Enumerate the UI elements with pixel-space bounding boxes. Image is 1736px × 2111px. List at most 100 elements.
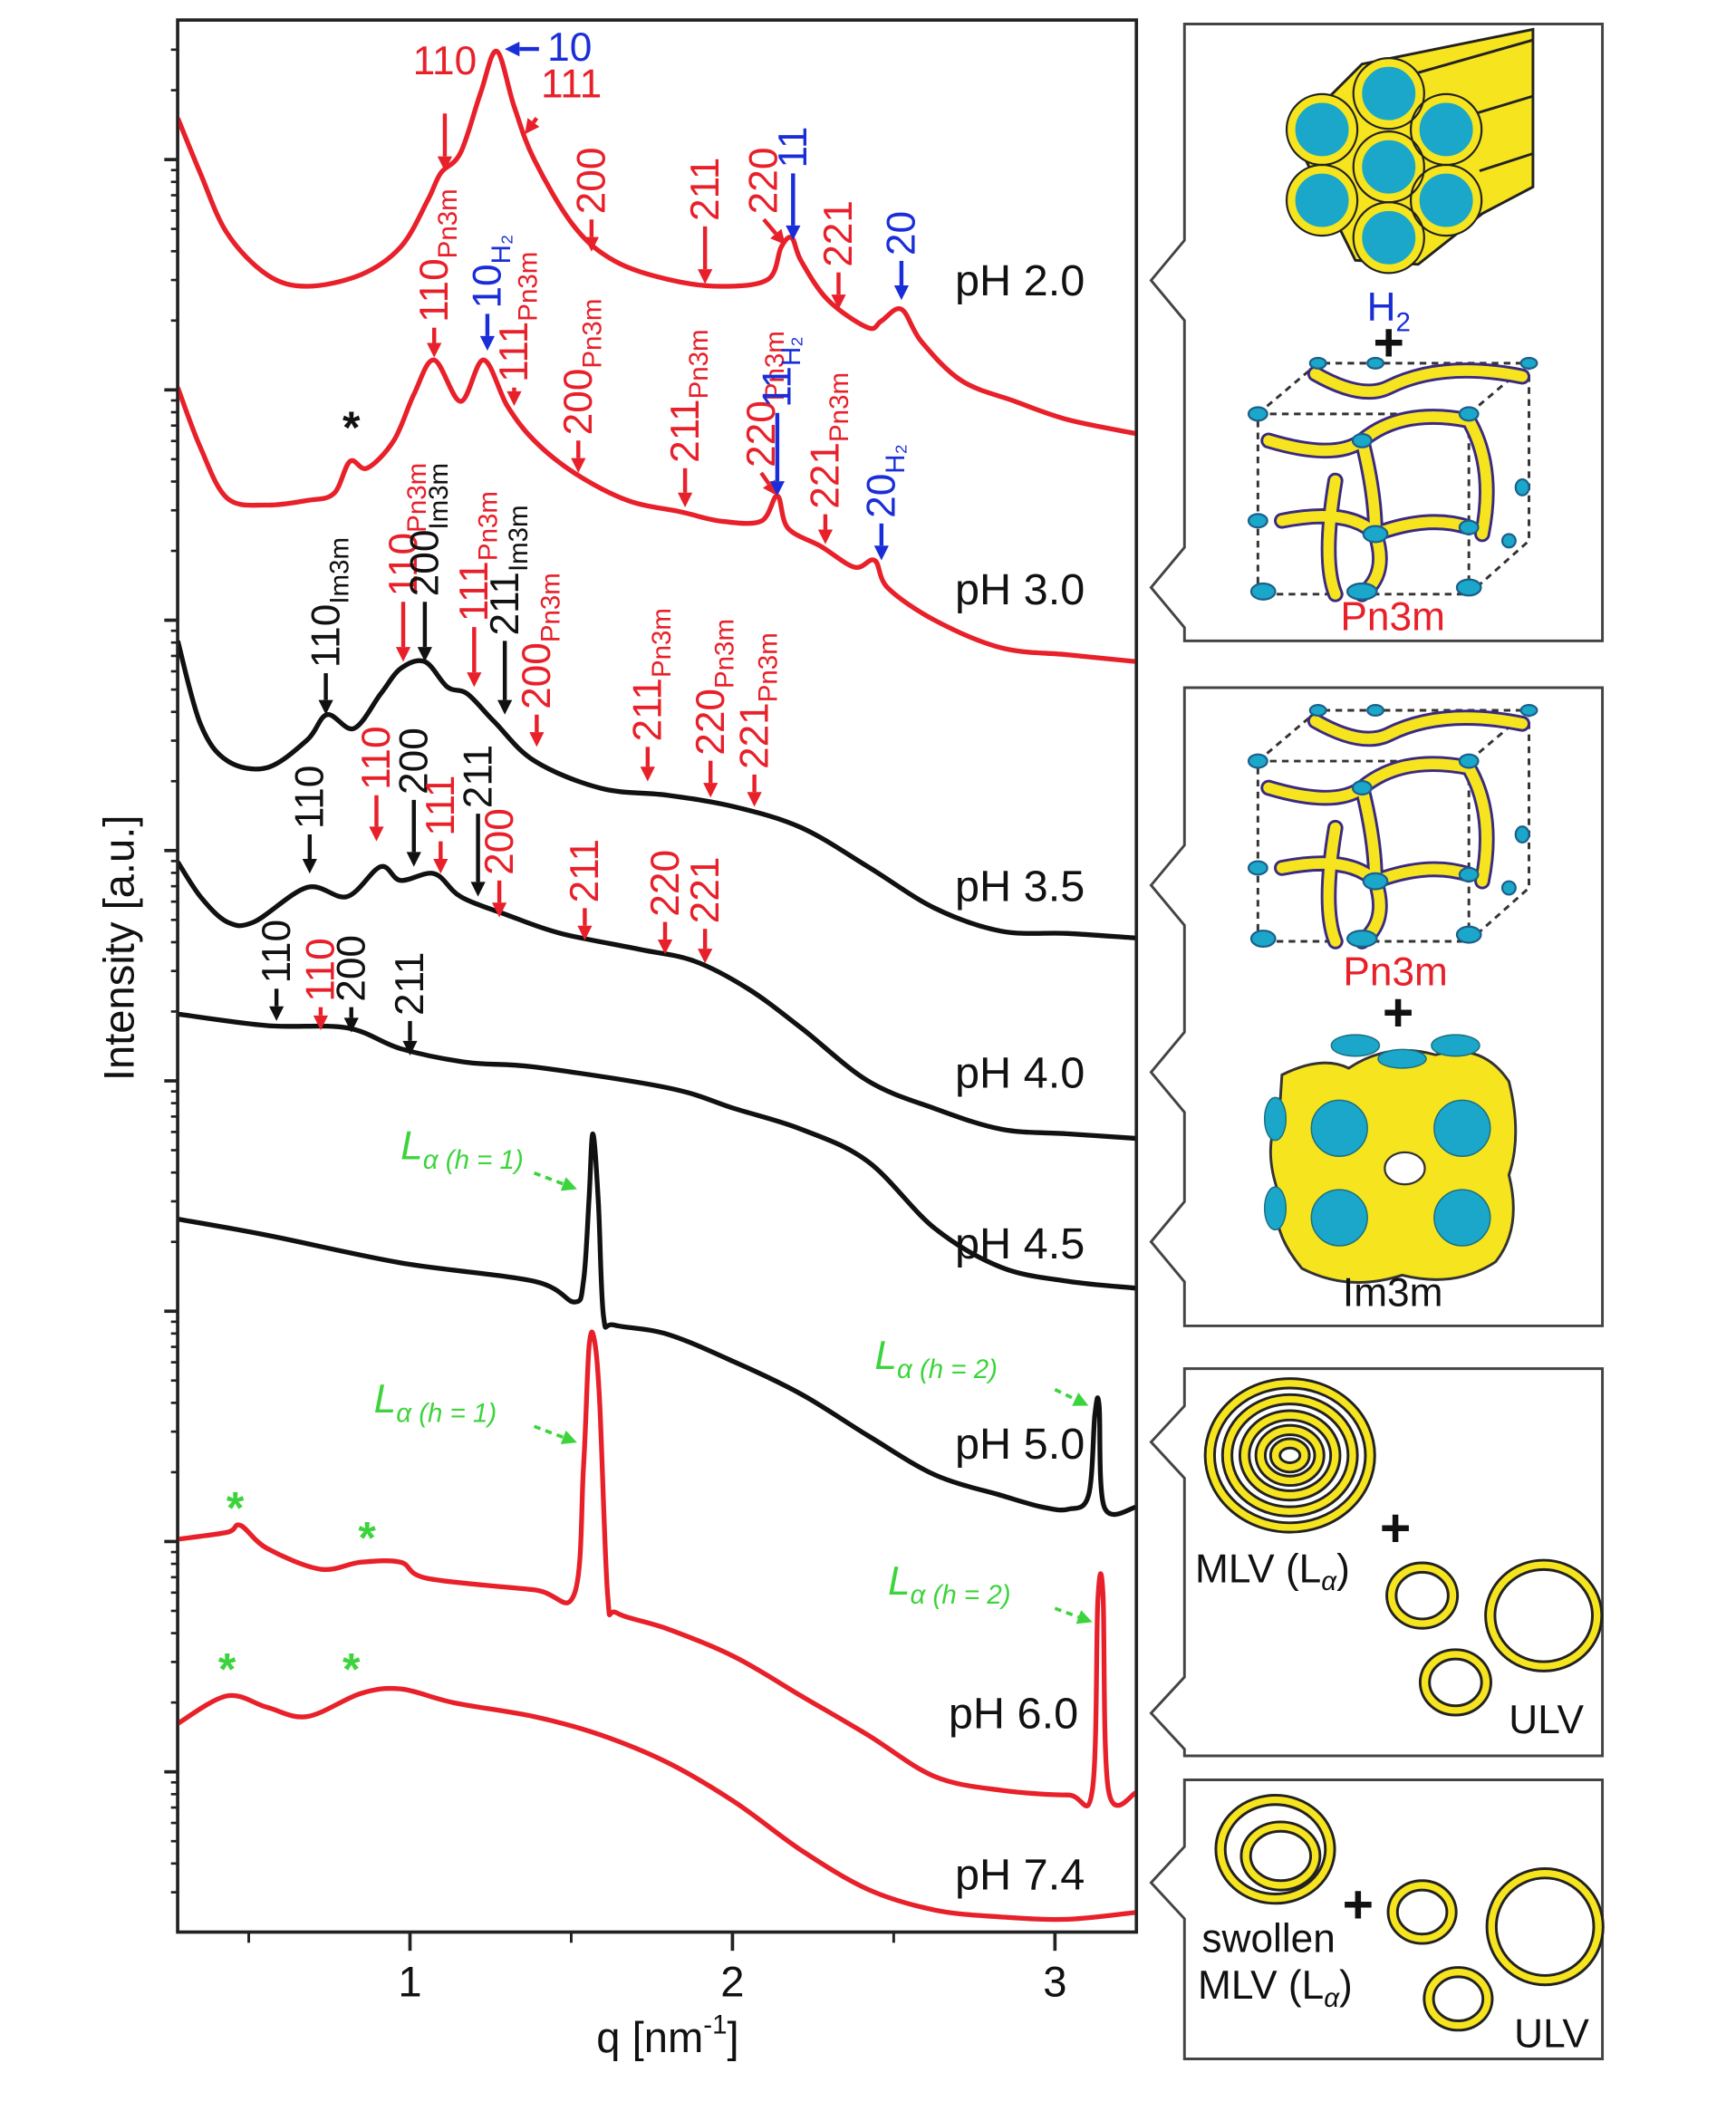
arrow-head (747, 792, 762, 807)
peak-phase-subscript: Pn3m (647, 608, 677, 678)
series-label-ph-3-0: pH 3.0 (955, 565, 1085, 614)
peak-phase-subscript: Pn3m (514, 252, 544, 322)
h2-label: H2 (1367, 285, 1411, 338)
peak-arrow (269, 988, 285, 1021)
arrow-head (571, 458, 586, 473)
peak-arrow (677, 468, 693, 507)
curve-ph-7-4 (178, 1685, 1135, 1923)
arrow-head (269, 1006, 285, 1021)
peak-arrow (369, 795, 384, 842)
arrow-head (657, 939, 673, 955)
peak-index: 20 (880, 211, 924, 255)
arrow-head (318, 699, 333, 715)
peak-label: 11 (771, 127, 815, 169)
arrow-head (433, 858, 448, 874)
peak-arrow (698, 226, 713, 284)
im3m-structure-icon (1263, 1034, 1518, 1284)
ulv-vesicles-icon (1386, 1867, 1605, 2032)
peak-arrow (762, 217, 786, 246)
arrow-shaft (762, 217, 777, 236)
lamellar-order: (h = 1) (411, 1398, 497, 1428)
plus-sign: + (1380, 1499, 1411, 1558)
arrow-head (343, 1017, 359, 1033)
peak-phase-subscript: Im3m (325, 537, 355, 604)
curve-ph-6-0 (178, 1329, 1135, 1808)
peak-arrow (497, 641, 513, 715)
peak-arrow (313, 1007, 329, 1031)
peak-arrow (402, 1020, 418, 1056)
peak-label: 200Pn3m (515, 573, 565, 709)
peak-label: 211 (456, 745, 500, 808)
mlv-label: MLV (Lα) (1195, 1547, 1350, 1596)
peak-annotations: pH 2.0pH 3.0pH 3.5pH 4.0pH 4.5pH 5.0pH 6… (218, 25, 1093, 1899)
peak-arrow (786, 173, 801, 241)
series-label-ph-3-5: pH 3.5 (955, 863, 1085, 911)
arrow-head (640, 766, 655, 782)
x-tick-label: 2 (720, 1957, 744, 2005)
series-label-ph-7-4: pH 7.4 (955, 1850, 1085, 1899)
lamellar-order: (h = 1) (439, 1145, 524, 1175)
peak-index: 221 (683, 857, 728, 924)
peak-label: 220 (643, 850, 688, 917)
schematic-panel-swollen-mlv-ulv: swollen MLV (Lα) + ULV (1149, 1778, 1605, 2060)
impurity-star-marker: * (342, 402, 361, 453)
peak-label: 200Pn3m (556, 299, 607, 436)
arrow-head (677, 492, 693, 507)
peak-arrow (427, 327, 442, 358)
peak-arrow (506, 387, 522, 407)
peak-arrow (343, 1007, 359, 1033)
series-label-ph-2-0: pH 2.0 (955, 256, 1085, 305)
swollen-mlv-vesicle-icon (1214, 1793, 1336, 1905)
peak-label: 110 (299, 938, 343, 1001)
peak-phase-subscript: H₂ (487, 235, 516, 265)
peak-label: 200 (392, 728, 437, 795)
peak-label: 11H₂ (756, 336, 806, 408)
arrow-shaft (533, 1171, 564, 1186)
mlv-vesicle-icon (1203, 1377, 1376, 1534)
arrow-head (467, 672, 482, 688)
peak-label: 221 (816, 200, 861, 267)
arrow-head (698, 949, 713, 964)
arrow-shaft (532, 117, 539, 124)
peak-arrow (893, 260, 910, 301)
peak-phase-subscript: Pn3m (709, 619, 739, 689)
peak-arrow (769, 412, 785, 496)
h2-label-sub: 2 (1396, 307, 1411, 337)
peak-arrow (467, 627, 482, 688)
peak-arrow (302, 834, 317, 874)
x-tick-label: 3 (1043, 1957, 1066, 2005)
lamellar-subscript: α (423, 1145, 439, 1175)
peak-arrow (433, 841, 448, 874)
peak-phase-subscript: Pn3m (535, 573, 565, 642)
impurity-star-marker: * (358, 1512, 376, 1563)
lamellar-order: (h = 2) (925, 1580, 1010, 1610)
arrow-head (1072, 1393, 1089, 1406)
arrow-head (893, 284, 910, 301)
peak-label: 110Pn3m (412, 188, 463, 322)
peak-index: 110 (288, 766, 333, 829)
lamellar-peak-label: Lα (h = 1) (400, 1123, 524, 1174)
peak-arrow (817, 514, 834, 545)
arrow-head (560, 1177, 577, 1191)
peak-label: 111 (419, 776, 463, 836)
peak-label: 10H₂ (466, 235, 516, 309)
peak-label: 211Im3m (483, 505, 534, 635)
impurity-star-marker: * (342, 1643, 361, 1694)
mlv-label-end: ) (1339, 1963, 1353, 2008)
peak-index: 211 (456, 745, 500, 808)
arrow-head (786, 225, 801, 241)
peak-label: 110 (288, 766, 333, 829)
arrow-head (505, 41, 520, 57)
peak-phase-subscript: Pn3m (754, 632, 784, 702)
arrow-head (491, 902, 507, 918)
arrow-head (525, 118, 540, 135)
peak-arrow (873, 523, 889, 561)
peak-index: 211 (483, 572, 527, 635)
mlv-label-sub: α (1324, 1983, 1340, 2013)
pn3m-label: Pn3m (1343, 950, 1447, 995)
mlv-label-main: MLV (L (1195, 1547, 1321, 1591)
peak-label: 111 (541, 62, 602, 106)
peak-phase-subscript: Im3m (424, 463, 454, 530)
